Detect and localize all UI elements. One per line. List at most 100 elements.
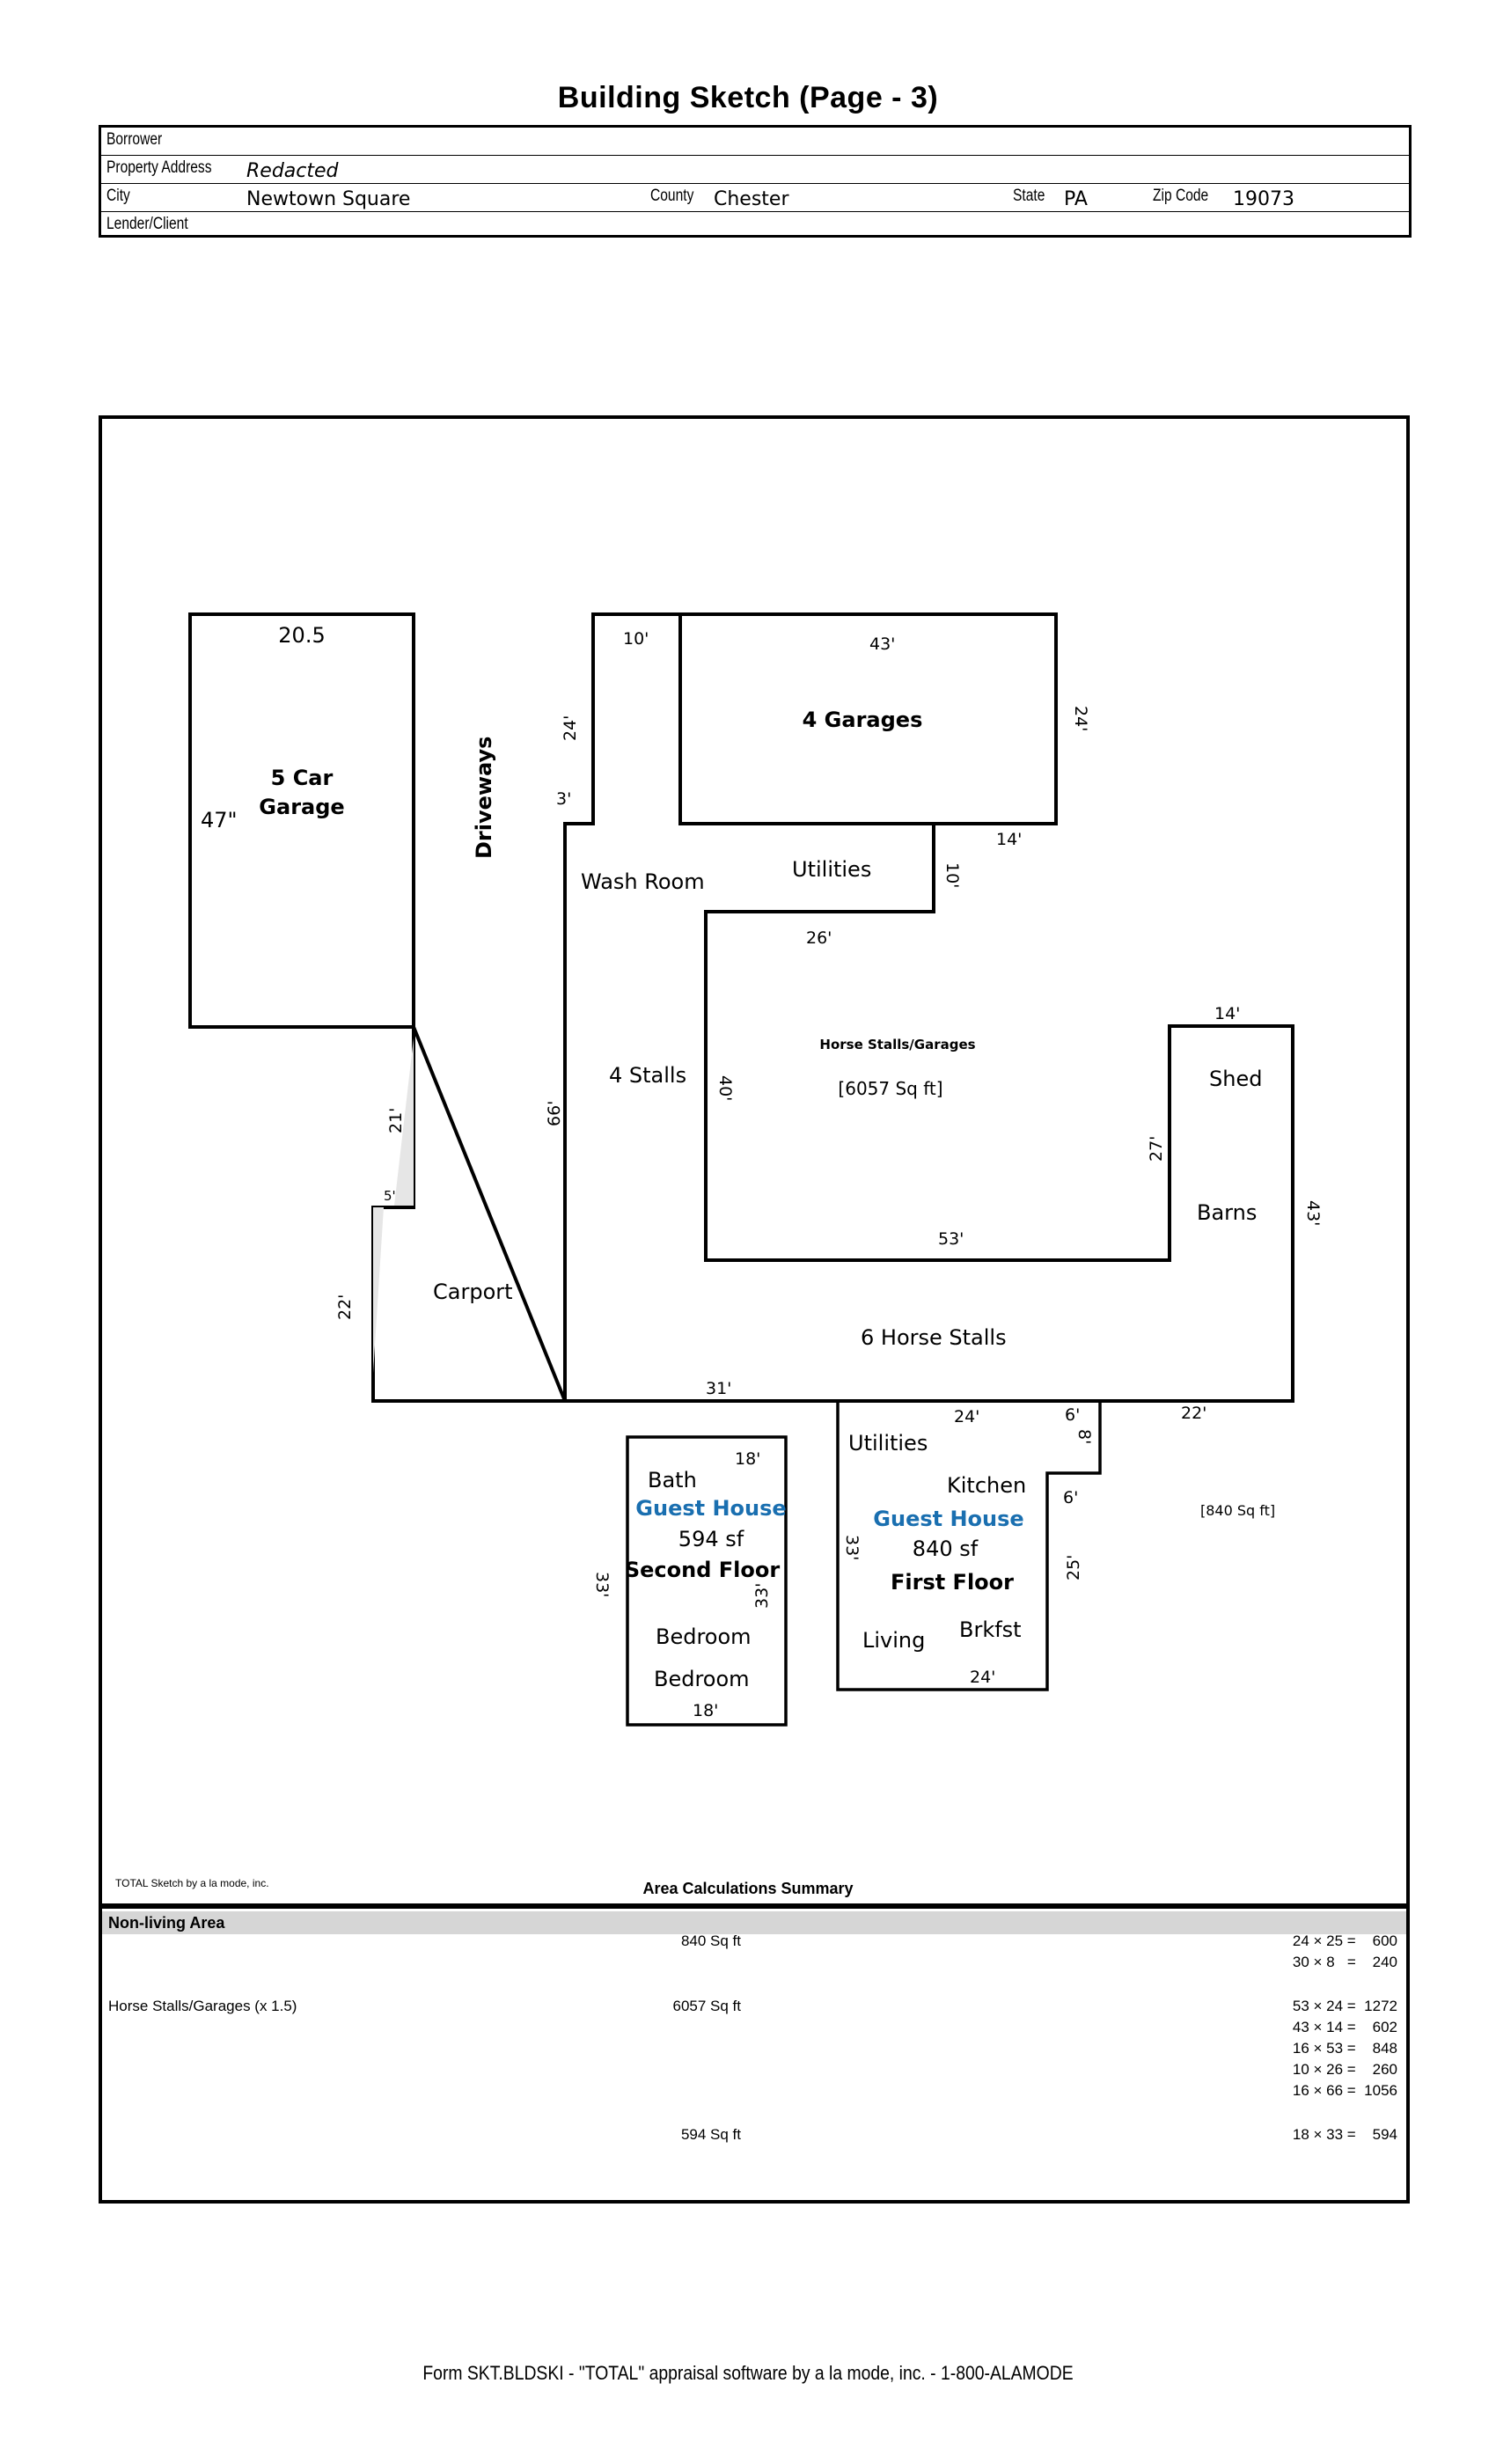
guest2-dim-18-bot: 18' (693, 1701, 718, 1720)
zip-value: 19073 (1233, 188, 1294, 210)
wash-room-label: Wash Room (581, 869, 705, 894)
main-dim-53: 53' (938, 1229, 964, 1249)
horse-stalls-title: Horse Stalls/Garages (819, 1037, 975, 1052)
guest2-bedroom-2: Bedroom (654, 1667, 750, 1691)
shed-dim-14: 14' (1214, 1004, 1240, 1023)
carport-shading (394, 1038, 414, 1206)
garage5-label-2: Garage (259, 795, 344, 819)
area-summary-title: Area Calculations Summary (642, 1880, 854, 1897)
guest1-floor: First Floor (891, 1570, 1014, 1595)
summary-calc: 53 × 24 = 1272 (1292, 1998, 1397, 2014)
page-title: Building Sketch (Page - 3) (557, 81, 939, 114)
guest1-title: Guest House (873, 1507, 1023, 1531)
garage5-dim-left: 47" (201, 808, 238, 832)
summary-row-area: 6057 Sq ft (672, 1998, 741, 2014)
lender-label: Lender/Client (106, 215, 188, 233)
city-row: City Newtown Square County Chester State… (101, 184, 1409, 212)
property-address-label: Property Address (106, 158, 212, 177)
four-garages-outline (678, 614, 934, 825)
guest2-dim-18-top: 18' (735, 1449, 760, 1469)
county-value: Chester (714, 188, 789, 210)
carport-dim-22: 22' (335, 1294, 355, 1320)
guest1-dim-8: 8' (1074, 1429, 1094, 1444)
shed-dim-27: 27' (1147, 1136, 1166, 1162)
guest1-living-label: Living (862, 1628, 925, 1653)
carport-outline (371, 1026, 568, 1403)
garage5-dim-top: 20.5 (278, 623, 325, 648)
guest2-bath-label: Bath (648, 1468, 697, 1492)
barns-label: Barns (1197, 1200, 1257, 1225)
zip-label: Zip Code (1153, 187, 1209, 205)
utilities-label: Utilities (792, 857, 871, 882)
six-horse-stalls-label: 6 Horse Stalls (861, 1325, 1007, 1350)
county-label: County (650, 187, 694, 205)
city-label: City (106, 187, 130, 205)
garages4-dim-right: 24' (1071, 706, 1090, 731)
main-dim-31: 31' (706, 1379, 731, 1398)
garages4-dim-3: 3' (556, 789, 571, 809)
guest1-dim-24-bot: 24' (970, 1668, 995, 1687)
main-dim-26: 26' (806, 928, 832, 948)
guest1-dim-25: 25' (1064, 1555, 1083, 1580)
shed-label: Shed (1209, 1067, 1262, 1091)
sketch-credit: TOTAL Sketch by a la mode, inc. (115, 1877, 269, 1889)
borrower-label: Borrower (106, 130, 163, 149)
guest1-utilities-label: Utilities (848, 1431, 928, 1456)
garages4-label: 4 Garages (803, 708, 923, 732)
summary-calc: 30 × 8 = 240 (1292, 1954, 1397, 1970)
summary-calc: 24 × 25 = 600 (1292, 1932, 1397, 1949)
guest2-dim-33-right: 33' (752, 1583, 772, 1609)
property-header-table: Borrower Property Address Redacted City … (99, 125, 1412, 238)
main-dim-10: 10' (942, 862, 962, 888)
guest1-area-tag: [840 Sq ft] (1200, 1502, 1275, 1519)
non-living-area-heading: Non-living Area (108, 1914, 225, 1932)
four-stalls-label: 4 Stalls (609, 1063, 686, 1088)
guest1-dim-6a: 6' (1065, 1405, 1080, 1425)
guest2-area: 594 sf (678, 1527, 744, 1551)
state-value: PA (1064, 188, 1088, 210)
garages4-dim-24: 24' (561, 715, 580, 741)
horse-stalls-outline (563, 612, 1294, 1403)
guest1-dim-6b: 6' (1063, 1488, 1078, 1507)
guest1-kitchen-label: Kitchen (947, 1473, 1026, 1498)
summary-row-area: 594 Sq ft (680, 2126, 741, 2143)
guest2-floor: Second Floor (625, 1558, 780, 1582)
garages4-dim-14: 14' (996, 830, 1022, 849)
state-label: State (1013, 187, 1045, 205)
carport-dim-21: 21' (386, 1108, 406, 1133)
carport-dim-5: 5' (384, 1188, 396, 1204)
main-dim-43: 43' (1303, 1200, 1323, 1226)
guest-house-first-floor-outline (836, 1401, 1102, 1691)
guest1-dim-33: 33' (842, 1535, 862, 1560)
five-car-garage-outline (188, 612, 415, 1029)
summary-calc: 16 × 66 = 1056 (1292, 2082, 1397, 2099)
summary-divider (102, 1903, 1406, 1909)
main-dim-66: 66' (545, 1101, 564, 1126)
borrower-row: Borrower (101, 128, 1409, 156)
form-footer: Form SKT.BLDSKI - "TOTAL" appraisal soft… (422, 2362, 1074, 2384)
summary-calc: 16 × 53 = 848 (1292, 2040, 1397, 2057)
sketch-frame (99, 415, 1410, 2204)
horse-stalls-area: [6057 Sq ft] (838, 1078, 942, 1099)
summary-calc: 18 × 33 = 594 (1292, 2126, 1397, 2143)
lender-row: Lender/Client (101, 212, 1409, 238)
driveways-label: Driveways (472, 737, 496, 859)
guest1-brkfst-label: Brkfst (959, 1617, 1022, 1642)
guest1-area: 840 sf (913, 1536, 979, 1561)
main-dim-40: 40' (715, 1075, 735, 1101)
summary-row-area: 840 Sq ft (680, 1932, 741, 1949)
section-header-bar (102, 1911, 1406, 1934)
guest2-dim-33-left: 33' (592, 1572, 612, 1597)
guest1-dim-22: 22' (1181, 1404, 1206, 1423)
garages4-dim-43: 43' (869, 634, 895, 654)
guest2-bedroom-1: Bedroom (656, 1624, 752, 1649)
city-value: Newtown Square (246, 188, 411, 210)
garages4-dim-10: 10' (623, 629, 649, 649)
carport-label: Carport (433, 1280, 513, 1304)
summary-calc: 43 × 14 = 602 (1292, 2019, 1397, 2035)
property-address-row: Property Address Redacted (101, 156, 1409, 184)
garage5-label-1: 5 Car (271, 766, 334, 790)
summary-calc: 10 × 26 = 260 (1292, 2061, 1397, 2078)
guest-house-second-floor-outline (626, 1435, 788, 1727)
